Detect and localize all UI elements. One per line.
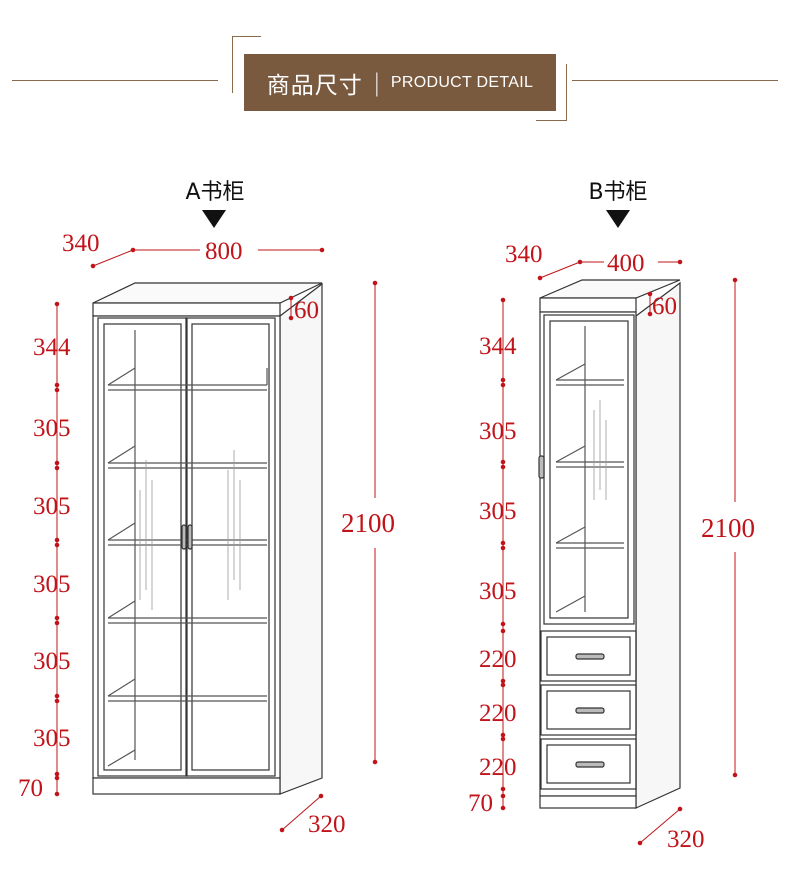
- cabinet-b-depth-label: 340: [505, 241, 543, 268]
- cabinet-a-depth-label: 340: [62, 230, 100, 257]
- header-title-en: PRODUCT DETAIL: [390, 73, 534, 91]
- cabinet-b-section-label: 220: [479, 646, 517, 673]
- cabinet-b-section-label: 305: [479, 498, 517, 525]
- cabinet-a-arrow-icon: [202, 210, 226, 228]
- header-rule-left: [12, 80, 218, 81]
- cabinet-b-base-depth-label: 320: [667, 826, 705, 853]
- cabinet-b-section-label: 70: [468, 790, 493, 817]
- cabinet-b-width-label: 400: [607, 250, 645, 277]
- cabinet-a-crown-label: 60: [294, 297, 319, 324]
- cabinet-a-section-label: 305: [33, 725, 71, 752]
- cabinet-a-section-label: 305: [33, 571, 71, 598]
- cabinet-a-section-label: 344: [33, 334, 71, 361]
- cabinet-a-base-depth-label: 320: [308, 811, 346, 838]
- cabinet-b-section-label: 220: [479, 754, 517, 781]
- cabinet-b-section-label: 305: [479, 578, 517, 605]
- cabinet-a-drawing: [92, 282, 323, 795]
- header-rule-right: [572, 80, 778, 81]
- cabinet-a-section-label: 305: [33, 648, 71, 675]
- cabinet-a-width-label: 800: [205, 238, 243, 265]
- cabinet-b-title: B书柜: [588, 180, 648, 205]
- header-banner: 商品尺寸 | PRODUCT DETAIL: [244, 54, 556, 111]
- cabinet-a-section-label: 305: [33, 415, 71, 442]
- cabinet-b-crown-label: 60: [652, 293, 677, 320]
- cabinet-b-section-label: 220: [479, 700, 517, 727]
- cabinet-b-drawing: [538, 279, 681, 809]
- header-title-cn: 商品尺寸: [266, 72, 363, 99]
- cabinet-a-height-label: 2100: [341, 508, 395, 538]
- cabinet-b-arrow-icon: [606, 210, 630, 228]
- cabinet-b-section-label: 305: [479, 418, 517, 445]
- cabinet-a-dimensions: [54, 247, 378, 833]
- header-separator: |: [372, 68, 381, 97]
- cabinet-a-section-label: 305: [33, 493, 71, 520]
- cabinet-a-section-label: 70: [18, 775, 43, 802]
- header-bracket-top-left: [232, 36, 261, 93]
- header-bracket-bottom-right: [536, 64, 567, 121]
- cabinet-b-dimensions: [500, 259, 738, 846]
- cabinet-b-section-label: 344: [479, 333, 517, 360]
- cabinet-b-height-label: 2100: [701, 513, 755, 543]
- cabinet-a-title: A书柜: [185, 180, 245, 205]
